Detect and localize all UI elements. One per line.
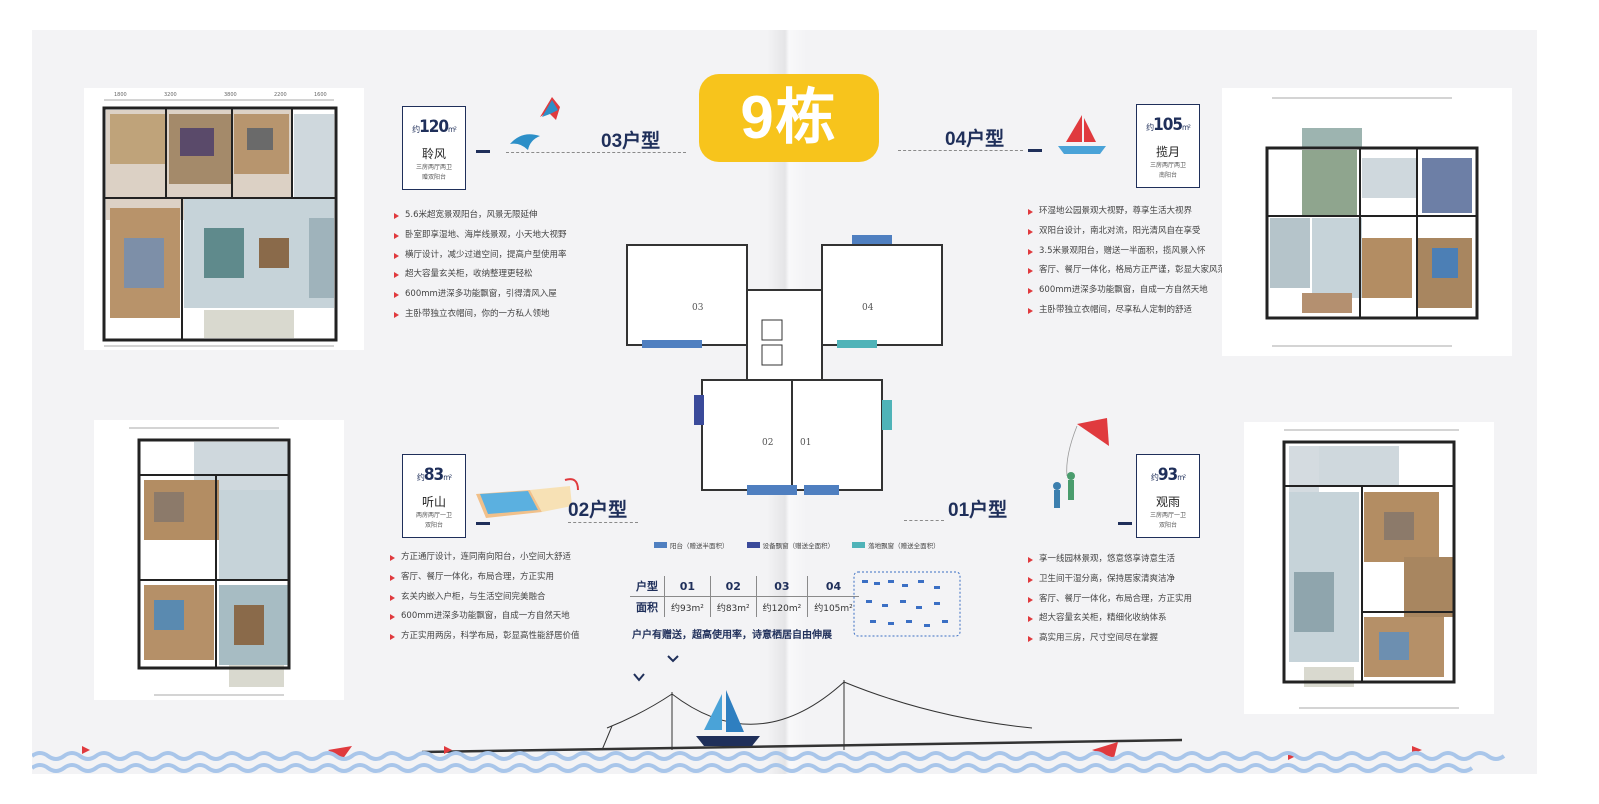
feature-item: 客厅、餐厅一体化，格局方正严谨，彰显大家风范 (1026, 261, 1226, 281)
area-badge-03: 约120m² 聆风 三房两厅两卫 赠双阳台 (402, 106, 466, 190)
waves (32, 751, 1506, 773)
building-title: 9栋 (699, 74, 879, 162)
feature-item: 超大容量玄关柜，收纳整理更轻松 (392, 265, 567, 285)
spec-header: 02 (709, 576, 757, 597)
connector-line (506, 152, 686, 153)
connector-line (904, 520, 944, 521)
svg-text:3200: 3200 (164, 92, 177, 98)
feature-item: 玄关内嵌入户柜，与生活空间完美融合 (388, 588, 580, 608)
sailboat-icon (1058, 115, 1106, 154)
bridge-icon (421, 680, 1183, 754)
legend-label: 落地飘窗（赠送全面积） (868, 542, 940, 550)
connector-line (898, 150, 1023, 151)
feature-item: 5.6米超宽景观阳台，风景无限延伸 (392, 206, 567, 226)
legend-swatch-floor-window (852, 542, 866, 548)
area-spec-table: 户型 01 02 03 04 面积 约93m² 约83m² 约120m² 约10… (630, 576, 859, 617)
floorplan-03: 1800 3200 3800 2200 1600 (84, 88, 364, 350)
unit-type-02: 02户型 (568, 500, 628, 521)
feature-item: 方正实用两房，科学布局，彰显高性能舒居价值 (388, 627, 580, 647)
plan-label-02: 02 (762, 438, 773, 448)
feature-item: 客厅、餐厅一体化，布局合理，方正实用 (388, 568, 580, 588)
feature-item: 600mm进深多功能飘窗，自成一方自然天地 (1026, 281, 1226, 301)
feature-item: 卫生间干湿分离，保持居家清爽洁净 (1026, 570, 1192, 590)
legend-swatch-balcony (654, 542, 667, 548)
feature-item: 超大容量玄关柜，精细化收纳体系 (1026, 609, 1192, 629)
unit-type-04: 04户型 (945, 129, 1005, 150)
features-03: 5.6米超宽景观阳台，风景无限延伸 卧室即享湿地、海岸线景观，小天地大视野 横厅… (392, 206, 567, 325)
floorplan-01 (1244, 422, 1494, 714)
feature-item: 横厅设计，减少过道空间，提高户型使用率 (392, 246, 567, 266)
connector-line (568, 522, 638, 523)
features-04: 环湿地公园景观大视野，尊享生活大视界 双阳台设计，南北对流，阳光清风自在享受 3… (1026, 202, 1226, 321)
feature-item: 方正通厅设计，连同南向阳台，小空间大舒适 (388, 548, 580, 568)
spec-header: 04 (807, 576, 859, 597)
seagull-icon (633, 655, 679, 682)
feature-item: 主卧带独立衣帽间，你的一方私人领地 (392, 305, 567, 325)
unit-type-01: 01户型 (948, 500, 1008, 521)
feature-item: 高实用三房，尺寸空间尽在掌握 (1026, 629, 1192, 649)
spec-value: 约83m² (709, 596, 757, 617)
feature-item: 600mm进深多功能飘窗，自成一方自然天地 (388, 607, 580, 627)
type-dash (476, 150, 490, 153)
type-dash (1118, 522, 1132, 525)
sailboat-icon (696, 690, 760, 746)
spec-header: 01 (664, 576, 711, 597)
swimmer-icon (510, 97, 560, 150)
svg-text:3800: 3800 (224, 92, 237, 98)
area-badge-01: 约93m² 观雨 三房两厅一卫 双阳台 (1136, 454, 1200, 538)
area-badge-02: 约83m² 听山 两房两厅一卫 双阳台 (402, 454, 466, 538)
feature-item: 主卧带独立衣帽间，尽享私人定制的舒适 (1026, 301, 1226, 321)
feature-item: 3.5米景观阳台，赠送一半面积，揽风景入怀 (1026, 242, 1226, 262)
features-02: 方正通厅设计，连同南向阳台，小空间大舒适 客厅、餐厅一体化，布局合理，方正实用 … (388, 548, 580, 647)
legend-label: 阳台（赠送半面积） (670, 542, 729, 550)
svg-text:1800: 1800 (114, 92, 127, 98)
plan-label-03: 03 (692, 303, 704, 313)
type-dash (1028, 149, 1042, 152)
spec-header: 03 (755, 576, 808, 597)
floorplan-02 (94, 420, 344, 700)
spec-value: 约93m² (664, 596, 711, 617)
area-badge-04: 约105m² 揽月 三房两厅两卫 南阳台 (1136, 104, 1200, 188)
svg-text:1600: 1600 (314, 92, 327, 98)
feature-item: 享一线园林景观，悠意悠享诗意生活 (1026, 550, 1192, 570)
slogan: 户户有赠送，超高使用率，诗意栖居自由伸展 (632, 630, 832, 641)
book-pool-icon (476, 478, 579, 518)
legend-label: 设备飘窗（赠送全面积） (762, 542, 835, 550)
spec-value: 约120m² (755, 596, 808, 617)
building-floor-plan: 03 04 02 01 (626, 235, 943, 495)
features-01: 享一线园林景观，悠意悠享诗意生活 卫生间干湿分离，保持居家清爽洁净 客厅、餐厅一… (1026, 550, 1192, 649)
feature-item: 600mm进深多功能飘窗，引得清风入屋 (392, 285, 567, 305)
feature-item: 客厅、餐厅一体化，布局合理，方正实用 (1026, 590, 1192, 610)
plan-label-04: 04 (862, 303, 874, 313)
brochure-spread: 9栋 1800 3200 3800 2200 1600 (32, 30, 1537, 774)
spec-row-label: 面积 (636, 601, 658, 614)
spec-header: 户型 (630, 576, 665, 597)
legend-swatch-equipment (746, 542, 760, 548)
unit-type-03: 03户型 (601, 131, 661, 152)
type-dash (476, 522, 490, 525)
plan-legend: 阳台（赠送半面积） 设备飘窗（赠送全面积） 落地飘窗（赠送全面积） (654, 540, 940, 550)
feature-item: 卧室即享湿地、海岸线景观，小天地大视野 (392, 226, 567, 246)
site-map-thumbnail (853, 571, 961, 637)
bridge-waves-decoration (32, 655, 1506, 773)
plan-label-01: 01 (800, 438, 811, 448)
svg-text:2200: 2200 (274, 92, 287, 98)
feature-item: 环湿地公园景观大视野，尊享生活大视界 (1026, 202, 1226, 222)
kite-icon (1053, 418, 1109, 508)
feature-item: 双阳台设计，南北对流，阳光清风自在享受 (1026, 222, 1226, 242)
floorplan-04 (1222, 88, 1512, 356)
spec-value: 约105m² (807, 596, 859, 617)
